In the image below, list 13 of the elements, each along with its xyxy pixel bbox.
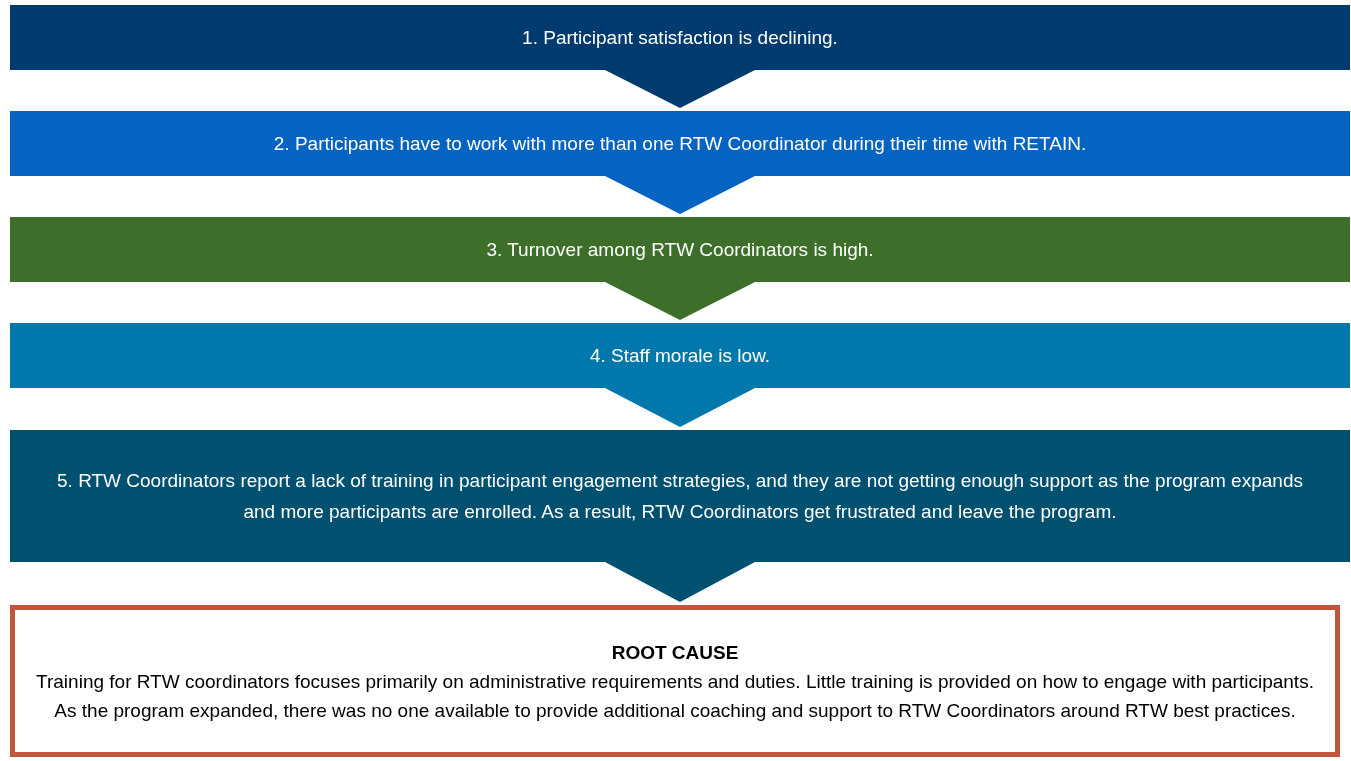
chevron-arrow: [605, 388, 755, 427]
cause-text: Training for RTW coordinators focuses primarily on administrative requirements and duties. Little training is provided on how to engage with participants. As the program expanded, there was no one available to provide additional coaching and support to RTW Coordinators around RTW best practices.: [35, 669, 1315, 723]
chevron-arrow: [605, 282, 755, 320]
cause-text: 4. Staff morale is low.: [588, 344, 772, 368]
cause-text: 1. Participant satisfaction is declining.: [521, 26, 839, 50]
cause-text: 5. RTW Coordinators report a lack of training in participant engagement strategies, and they are not getting enough support as the program expands and more participants are enrolled. As a result, RTW Coordinators get frustrated and leave the program.: [56, 469, 1304, 524]
chevron-arrow: [605, 70, 755, 108]
root-cause-box: [10, 605, 1340, 757]
cause-text: 2. Participants have to work with more than one RTW Coordinator during their time with RETAIN.: [272, 132, 1088, 156]
cause-text: 3. Turnover among RTW Coordinators is high.: [485, 238, 875, 262]
heading: ROOT CAUSE: [610, 640, 740, 665]
chevron-arrow: [605, 562, 755, 602]
chevron-arrow: [605, 176, 755, 214]
